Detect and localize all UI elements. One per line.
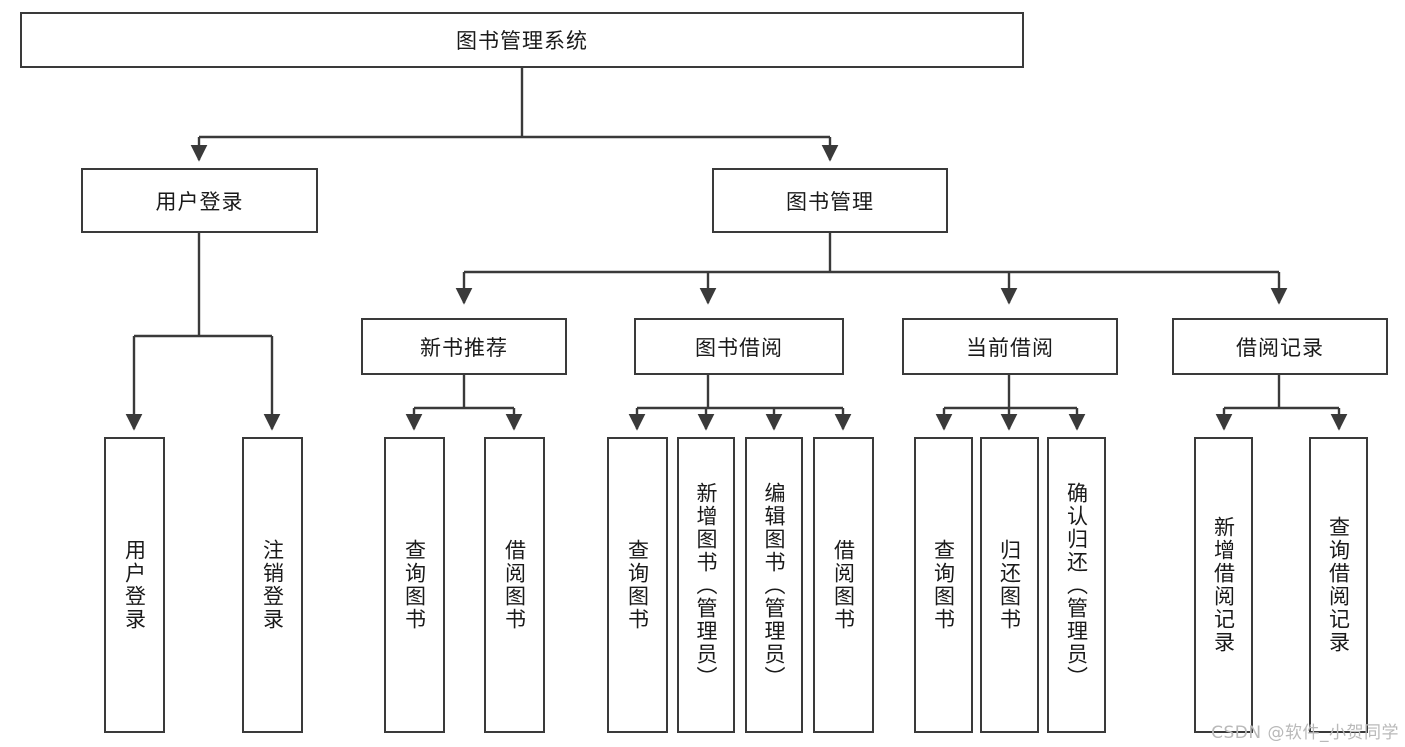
node-root-label: 图书管理系统	[456, 29, 588, 53]
leaf-return-book[interactable]: 归还图书	[980, 437, 1039, 733]
node-current-borrow-label: 当前借阅	[966, 335, 1054, 360]
leaf-query-book-2-label: 查询图书	[625, 539, 650, 631]
leaf-query-book-1-label: 查询图书	[402, 539, 427, 631]
node-new-book-recommend-label: 新书推荐	[420, 335, 508, 360]
node-book-borrow[interactable]: 图书借阅	[634, 318, 844, 375]
leaf-query-record-label: 查询借阅记录	[1326, 516, 1351, 654]
leaf-borrow-book-2[interactable]: 借阅图书	[813, 437, 874, 733]
leaf-add-book[interactable]: 新增图书（管理员）	[677, 437, 735, 733]
node-current-borrow[interactable]: 当前借阅	[902, 318, 1118, 375]
node-root[interactable]: 图书管理系统	[20, 12, 1024, 68]
leaf-query-book-1[interactable]: 查询图书	[384, 437, 445, 733]
leaf-add-record[interactable]: 新增借阅记录	[1194, 437, 1253, 733]
leaf-user-login-label: 用户登录	[122, 539, 147, 631]
node-new-book-recommend[interactable]: 新书推荐	[361, 318, 567, 375]
watermark: CSDN @软件_小贺同学	[1211, 723, 1399, 743]
node-borrow-record[interactable]: 借阅记录	[1172, 318, 1388, 375]
leaf-borrow-book-1-label: 借阅图书	[502, 539, 527, 631]
node-book-borrow-label: 图书借阅	[695, 335, 783, 360]
leaf-query-book-2[interactable]: 查询图书	[607, 437, 668, 733]
node-book-manage[interactable]: 图书管理	[712, 168, 948, 233]
leaf-confirm-return[interactable]: 确认归还（管理员）	[1047, 437, 1106, 733]
leaf-edit-book-label: 编辑图书（管理员）	[762, 481, 787, 689]
leaf-return-book-label: 归还图书	[997, 539, 1022, 631]
node-book-manage-label: 图书管理	[786, 189, 874, 214]
leaf-query-book-3[interactable]: 查询图书	[914, 437, 973, 733]
leaf-edit-book[interactable]: 编辑图书（管理员）	[745, 437, 803, 733]
leaf-user-login[interactable]: 用户登录	[104, 437, 165, 733]
leaf-query-record[interactable]: 查询借阅记录	[1309, 437, 1368, 733]
node-user-login-label: 用户登录	[155, 189, 244, 214]
leaf-confirm-return-label: 确认归还（管理员）	[1064, 481, 1089, 689]
leaf-logout[interactable]: 注销登录	[242, 437, 303, 733]
leaf-add-record-label: 新增借阅记录	[1211, 516, 1236, 654]
leaf-add-book-label: 新增图书（管理员）	[694, 481, 719, 689]
leaf-logout-label: 注销登录	[260, 539, 285, 631]
leaf-borrow-book-2-label: 借阅图书	[831, 539, 856, 631]
node-borrow-record-label: 借阅记录	[1236, 335, 1324, 360]
node-user-login[interactable]: 用户登录	[81, 168, 318, 233]
leaf-query-book-3-label: 查询图书	[931, 539, 956, 631]
leaf-borrow-book-1[interactable]: 借阅图书	[484, 437, 545, 733]
